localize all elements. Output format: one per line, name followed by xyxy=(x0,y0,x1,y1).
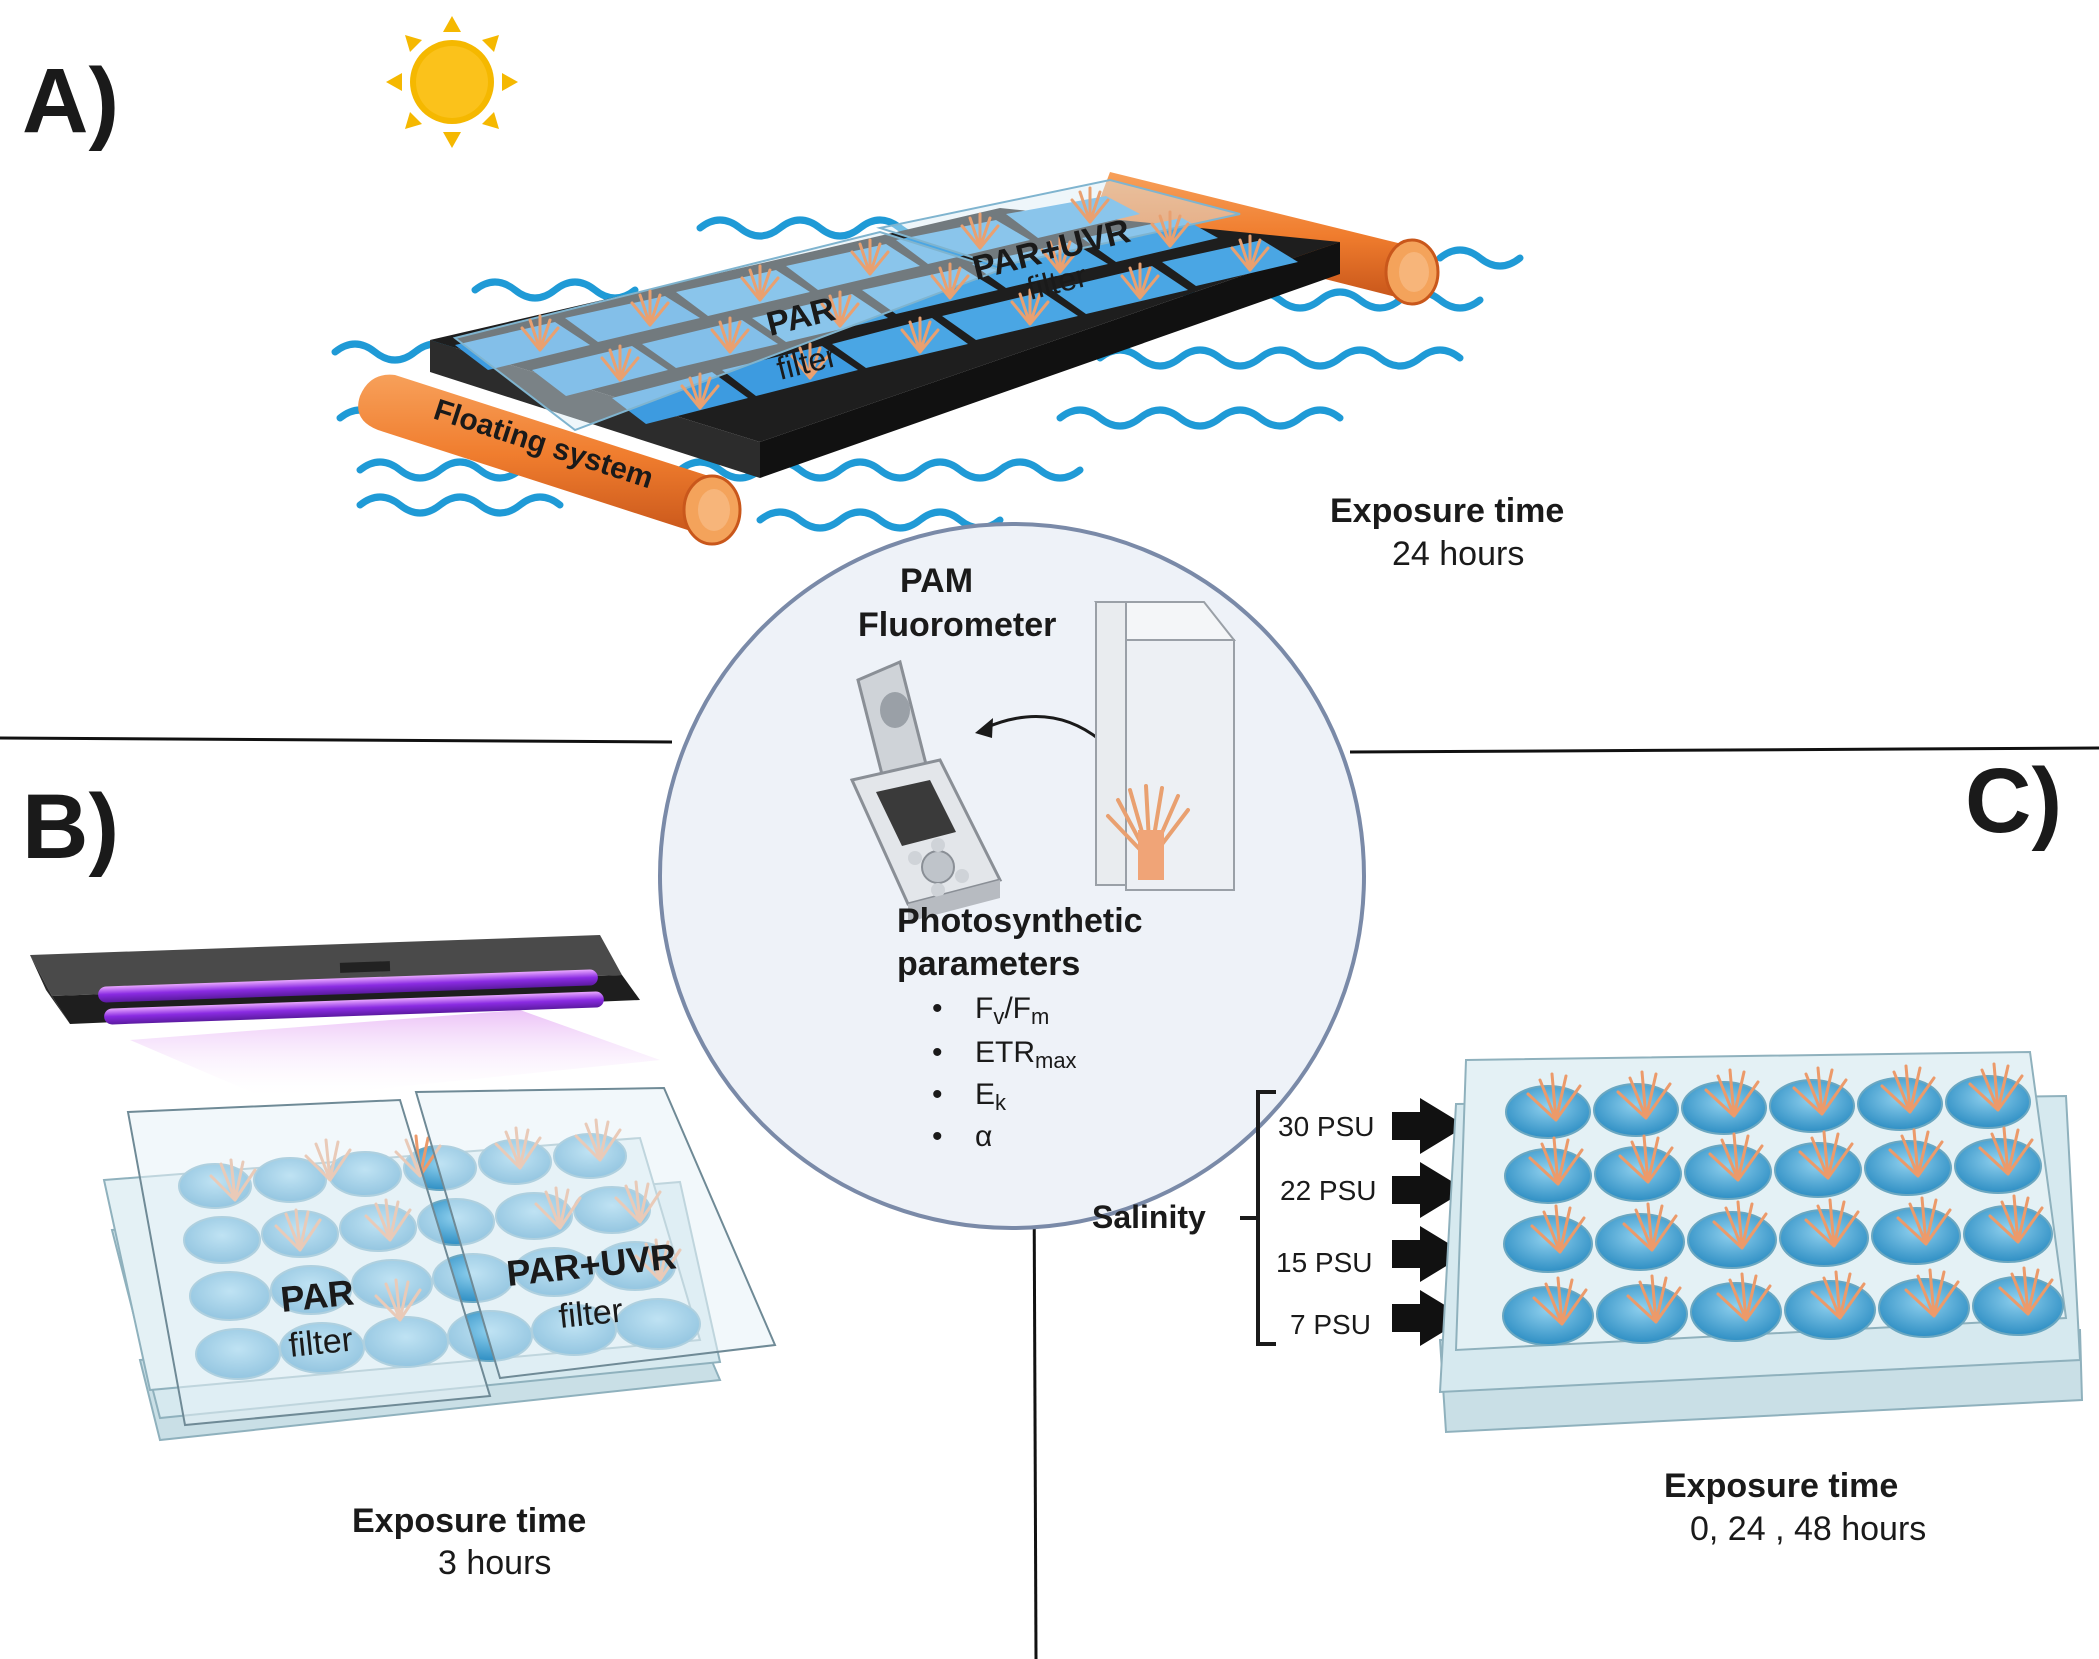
divider-bottom xyxy=(1032,1169,1038,1659)
panel-c-well-plate xyxy=(1438,1050,2084,1434)
parameter-list: • Fv/Fm • ETRmax • Ek • α xyxy=(932,992,1077,1153)
panel-dividers xyxy=(0,736,2099,1659)
device-title-line-2: Fluorometer xyxy=(858,606,1056,644)
cuvette-sample xyxy=(1093,601,1237,891)
param-etr: ETRmax xyxy=(975,1036,1077,1073)
divider-right xyxy=(1349,746,2099,754)
params-title-line-1: Photosynthetic xyxy=(897,902,1143,940)
panel-label-b: B) xyxy=(22,776,119,878)
salinity-bracket xyxy=(1240,1090,1276,1346)
panel-c-anemones xyxy=(1526,1062,2054,1326)
panel-b-illustration: PAR filter PAR+UVR filter xyxy=(30,935,777,1442)
panel-b-uvr-sub: filter xyxy=(557,1291,625,1336)
params-title-line-2: parameters xyxy=(897,945,1080,983)
panel-b-par-filter xyxy=(126,1098,492,1427)
arrow-right-icon xyxy=(1392,1226,1466,1282)
panel-a-exposure-title: Exposure time xyxy=(1330,492,1564,530)
bullet-icon: • xyxy=(932,1078,943,1111)
uvr-filter-sheet xyxy=(876,178,1241,268)
salinity-level-22: 22 PSU xyxy=(1280,1175,1377,1206)
arrow-right-icon xyxy=(1392,1290,1466,1346)
panel-c-exposure-title: Exposure time xyxy=(1664,1467,1898,1505)
salinity-level-7: 7 PSU xyxy=(1290,1309,1371,1340)
bullet-icon: • xyxy=(932,1036,943,1069)
water-waves xyxy=(331,216,1524,532)
arrow-head-icon xyxy=(975,718,993,738)
anemone-cluster-a xyxy=(520,186,1270,410)
salinity-arrows xyxy=(1392,1098,1466,1346)
salinity-label: Salinity xyxy=(1092,1199,1206,1235)
panel-b-par-title: PAR xyxy=(279,1272,356,1320)
uv-tube-upper xyxy=(98,969,598,1003)
param-fv-fm: Fv/Fm xyxy=(975,992,1049,1029)
uv-lamp xyxy=(30,935,660,1100)
bullet-icon: • xyxy=(932,992,943,1025)
panel-a-illustration: Floating system PAR filter PAR+UVR filte… xyxy=(331,172,1524,546)
salinity-level-30: 30 PSU xyxy=(1278,1111,1375,1142)
divider-left xyxy=(0,736,673,744)
param-ek: Ek xyxy=(975,1078,1007,1115)
panel-b-exposure-title: Exposure time xyxy=(352,1502,586,1540)
bullet-icon: • xyxy=(932,1120,943,1153)
panel-a-exposure-value: 24 hours xyxy=(1392,535,1524,573)
arrow-right-icon xyxy=(1392,1098,1466,1154)
panel-b-exposure-value: 3 hours xyxy=(438,1544,551,1582)
panel-b-well-plate xyxy=(102,1086,777,1442)
center-measurement-circle: PAM Fluorometer Photosy xyxy=(658,522,1366,1230)
panel-c-salinity-scale: Salinity 30 PSU 22 PSU 15 PSU 7 PSU xyxy=(1092,1090,1466,1346)
sun-icon xyxy=(386,16,518,148)
panel-label-c: C) xyxy=(1965,750,2062,852)
pam-fluorometer-device xyxy=(849,659,1003,922)
tray-frame xyxy=(430,178,1340,478)
panel-c-exposure-value: 0, 24 , 48 hours xyxy=(1690,1510,1926,1548)
arrow-right-icon xyxy=(1392,1162,1466,1218)
par-filter-sheet xyxy=(452,230,1004,432)
device-title-line-1: PAM xyxy=(900,562,973,600)
sample-to-device-arrow xyxy=(984,714,1101,742)
panel-b-par-sub: filter xyxy=(287,1320,355,1365)
uv-tube-lower xyxy=(104,991,604,1025)
panel-b-uvr-filter xyxy=(414,1086,777,1380)
panel-label-a: A) xyxy=(22,50,119,152)
param-alpha: α xyxy=(975,1120,992,1153)
salinity-level-15: 15 PSU xyxy=(1276,1247,1373,1278)
